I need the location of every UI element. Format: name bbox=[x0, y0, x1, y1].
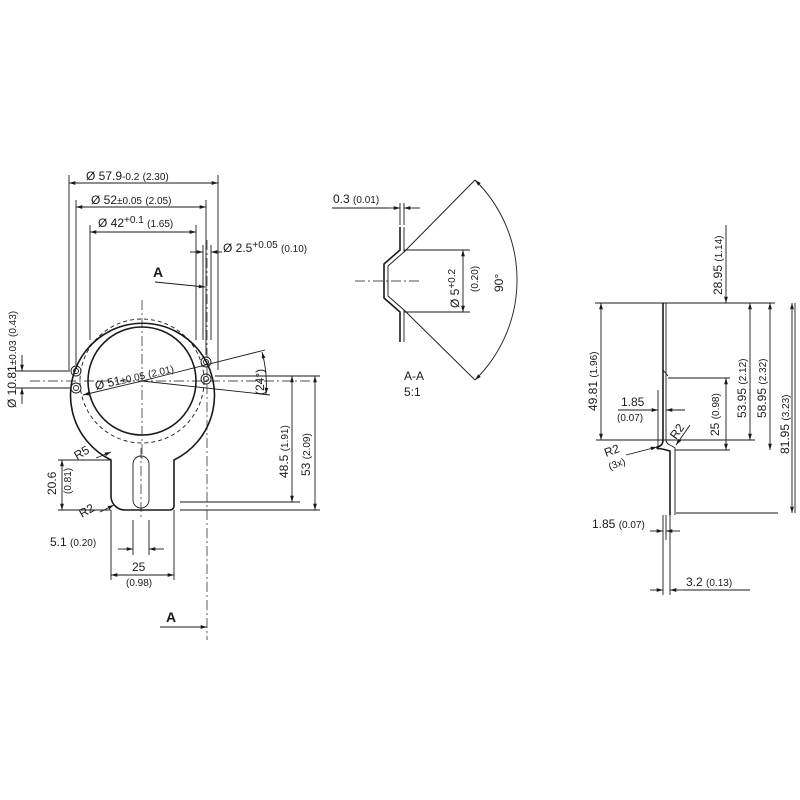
radius-count: (3x) bbox=[607, 457, 627, 473]
dim-5-1: 5.1 (0.20) bbox=[50, 535, 96, 549]
dim-20-6: 20.6 bbox=[45, 471, 59, 495]
dim-diameter-5: Ø 5+0.2 bbox=[447, 268, 462, 308]
section-marker-bottom: A bbox=[166, 609, 176, 625]
section-scale: 5:1 bbox=[404, 385, 421, 399]
slot bbox=[132, 455, 150, 509]
side-profile bbox=[656, 303, 671, 515]
dim-angle: (24°) bbox=[253, 369, 267, 395]
dim-90-degrees: 90° bbox=[492, 274, 506, 292]
dim-20-6-alt: (0.81) bbox=[63, 468, 74, 494]
radius-r2-side: R2 bbox=[602, 441, 622, 460]
dim-25-alt: (0.98) bbox=[126, 578, 152, 589]
section-view: 0.3 (0.01) Ø 5+0.2 (0.20) 90° A-A 5:1 bbox=[332, 179, 518, 399]
dim-28-95: 28.95 (1.14) bbox=[711, 236, 725, 296]
front-view: Ø 57.9-0.2 (2.30) Ø 52±0.05 (2.05) Ø 42+… bbox=[5, 169, 320, 640]
dim-25-side: 25 (0.98) bbox=[708, 393, 722, 436]
dim-81-95: 81.95 (3.23) bbox=[778, 395, 792, 455]
dim-53-95: 53.95 (2.12) bbox=[735, 359, 749, 419]
dim-1-85-bottom: 1.85 (0.07) bbox=[592, 517, 645, 531]
dim-thickness: 0.3 (0.01) bbox=[333, 192, 379, 206]
dim-1-85-top: 1.85 bbox=[621, 395, 645, 409]
radius-r2: R2 bbox=[77, 501, 98, 521]
mounting-hole-left bbox=[70, 365, 82, 394]
part-outline bbox=[69, 322, 216, 511]
section-marker-top: A bbox=[153, 264, 163, 280]
radius-r5: R5 bbox=[72, 443, 93, 463]
radius-r2-right: R2 bbox=[667, 421, 687, 442]
dim-1-85-top-alt: (0.07) bbox=[617, 413, 643, 424]
dim-48-5: 48.5 (1.91) bbox=[277, 425, 291, 478]
mounting-hole-right bbox=[200, 356, 212, 385]
dim-hole-diameter: Ø 2.5+0.05 (0.10) bbox=[223, 237, 307, 255]
dim-58-95: 58.95 (2.32) bbox=[755, 359, 769, 419]
section-title: A-A bbox=[404, 369, 424, 383]
section-profile bbox=[383, 227, 401, 342]
side-view: 28.95 (1.14) 49.81 (1.96) 53.95 (2.12) 5… bbox=[586, 225, 796, 595]
dim-53: 53 (2.09) bbox=[299, 433, 313, 476]
dim-3-2: 3.2 (0.13) bbox=[686, 575, 732, 589]
dim-inner-diameter: Ø 42+0.1 (1.65) bbox=[98, 212, 173, 230]
dim-hole-spacing: Ø 10.81±0.03 (0.43) bbox=[5, 311, 19, 408]
dim-diameter-5-alt: (0.20) bbox=[470, 266, 481, 292]
dim-circle-diameter: Ø 51±0.05 (2.01) bbox=[94, 361, 176, 393]
dim-bolt-diameter: Ø 52±0.05 (2.05) bbox=[91, 193, 171, 207]
dim-25: 25 bbox=[132, 560, 146, 574]
dim-outer-diameter: Ø 57.9-0.2 (2.30) bbox=[86, 169, 169, 183]
dim-49-81: 49.81 (1.96) bbox=[586, 352, 600, 412]
